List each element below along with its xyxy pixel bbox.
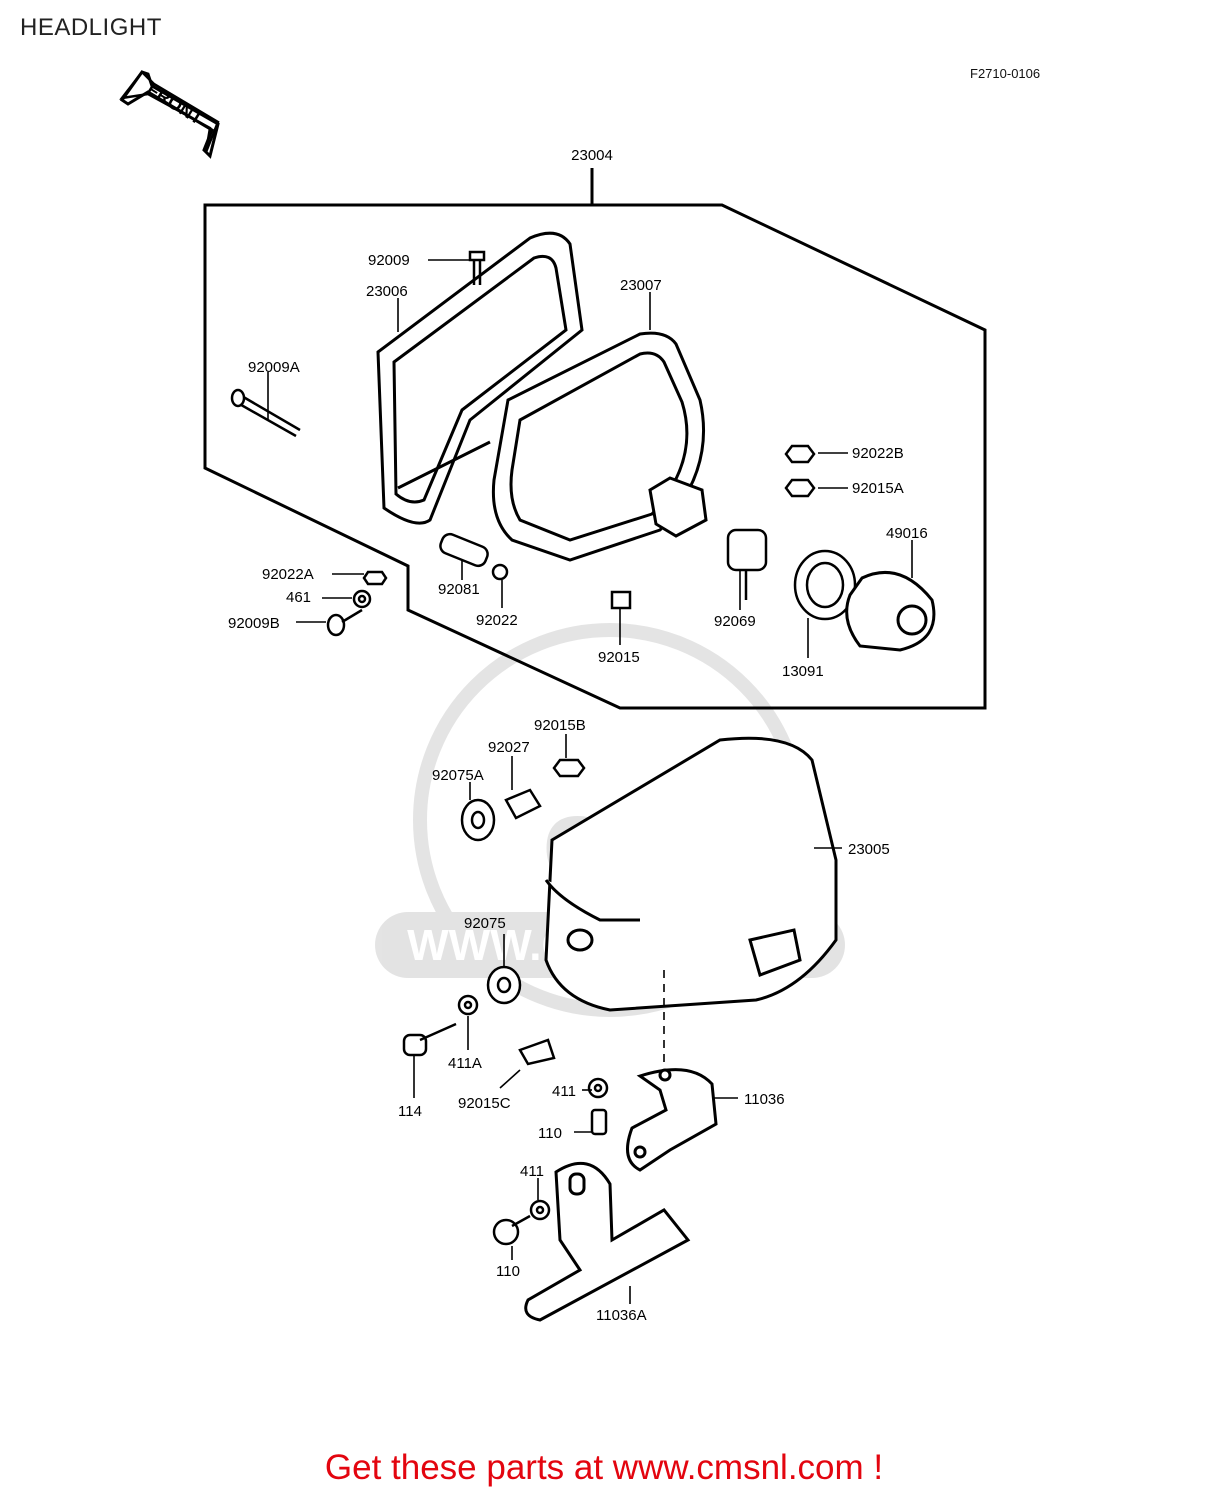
figure-code: F2710-0106 (970, 66, 1041, 81)
label-92015C: 92015C (458, 1095, 511, 1112)
front-arrow-icon: FRONT (119, 70, 220, 159)
label-92022: 92022 (476, 612, 518, 629)
label-411: 411 (552, 1083, 576, 1100)
label-92022A: 92022A (262, 566, 314, 583)
bolts-lower (492, 1077, 609, 1246)
label-461: 461 (286, 589, 311, 606)
label-13091: 13091 (782, 663, 824, 680)
label-411-lower: 411 (520, 1163, 544, 1180)
label-11036A: 11036A (596, 1307, 647, 1324)
exploded-parts-diagram: CMS WWW.CMSNL.COM FRONT (119, 70, 987, 1324)
label-92009B: 92009B (228, 615, 280, 632)
mount-parts-upper (402, 758, 586, 1066)
housing-23005 (544, 736, 838, 1012)
screw-92009A (230, 388, 301, 438)
label-92081: 92081 (438, 581, 480, 598)
label-92009: 92009 (368, 252, 410, 269)
label-92022B: 92022B (852, 445, 904, 462)
cover-49016 (845, 570, 936, 652)
label-92009A: 92009A (248, 359, 300, 376)
label-23004: 23004 (571, 147, 613, 164)
assembly-23004-boundary (203, 168, 987, 710)
label-23005: 23005 (848, 841, 890, 858)
label-92069: 92069 (714, 613, 756, 630)
label-92015B: 92015B (534, 717, 586, 734)
nut-92022B (784, 444, 816, 464)
bulb-92069 (726, 528, 768, 600)
label-411A: 411A (448, 1055, 482, 1072)
label-92027: 92027 (488, 739, 530, 756)
label-92075: 92075 (464, 915, 506, 932)
socket-13091 (793, 549, 857, 621)
label-49016: 49016 (886, 525, 928, 542)
front-label: FRONT (143, 79, 206, 129)
spring-92081 (439, 532, 489, 568)
nut-92015A (784, 478, 816, 498)
label-114: 114 (398, 1103, 422, 1120)
label-110: 110 (538, 1125, 562, 1142)
hardware-left-small (326, 563, 632, 637)
promo-link[interactable]: Get these parts at www.cmsnl.com ! (324, 1448, 884, 1487)
rim-23006 (376, 231, 584, 525)
label-23007: 23007 (620, 277, 662, 294)
leader-lines (267, 259, 913, 1304)
label-92015: 92015 (598, 649, 640, 666)
screw-92009 (468, 250, 486, 285)
label-92015A: 92015A (852, 480, 904, 497)
headlight-unit-23007 (491, 331, 708, 562)
page-title: HEADLIGHT (20, 14, 162, 41)
label-92075A: 92075A (432, 767, 484, 784)
label-110-lower: 110 (496, 1263, 520, 1280)
bracket-11036A (524, 1162, 691, 1322)
part-labels: 23004 92009 23006 23007 92009A 92022B 92… (228, 147, 928, 1324)
bracket-11036 (626, 1068, 718, 1172)
label-23006: 23006 (366, 283, 408, 300)
label-11036: 11036 (744, 1091, 785, 1108)
